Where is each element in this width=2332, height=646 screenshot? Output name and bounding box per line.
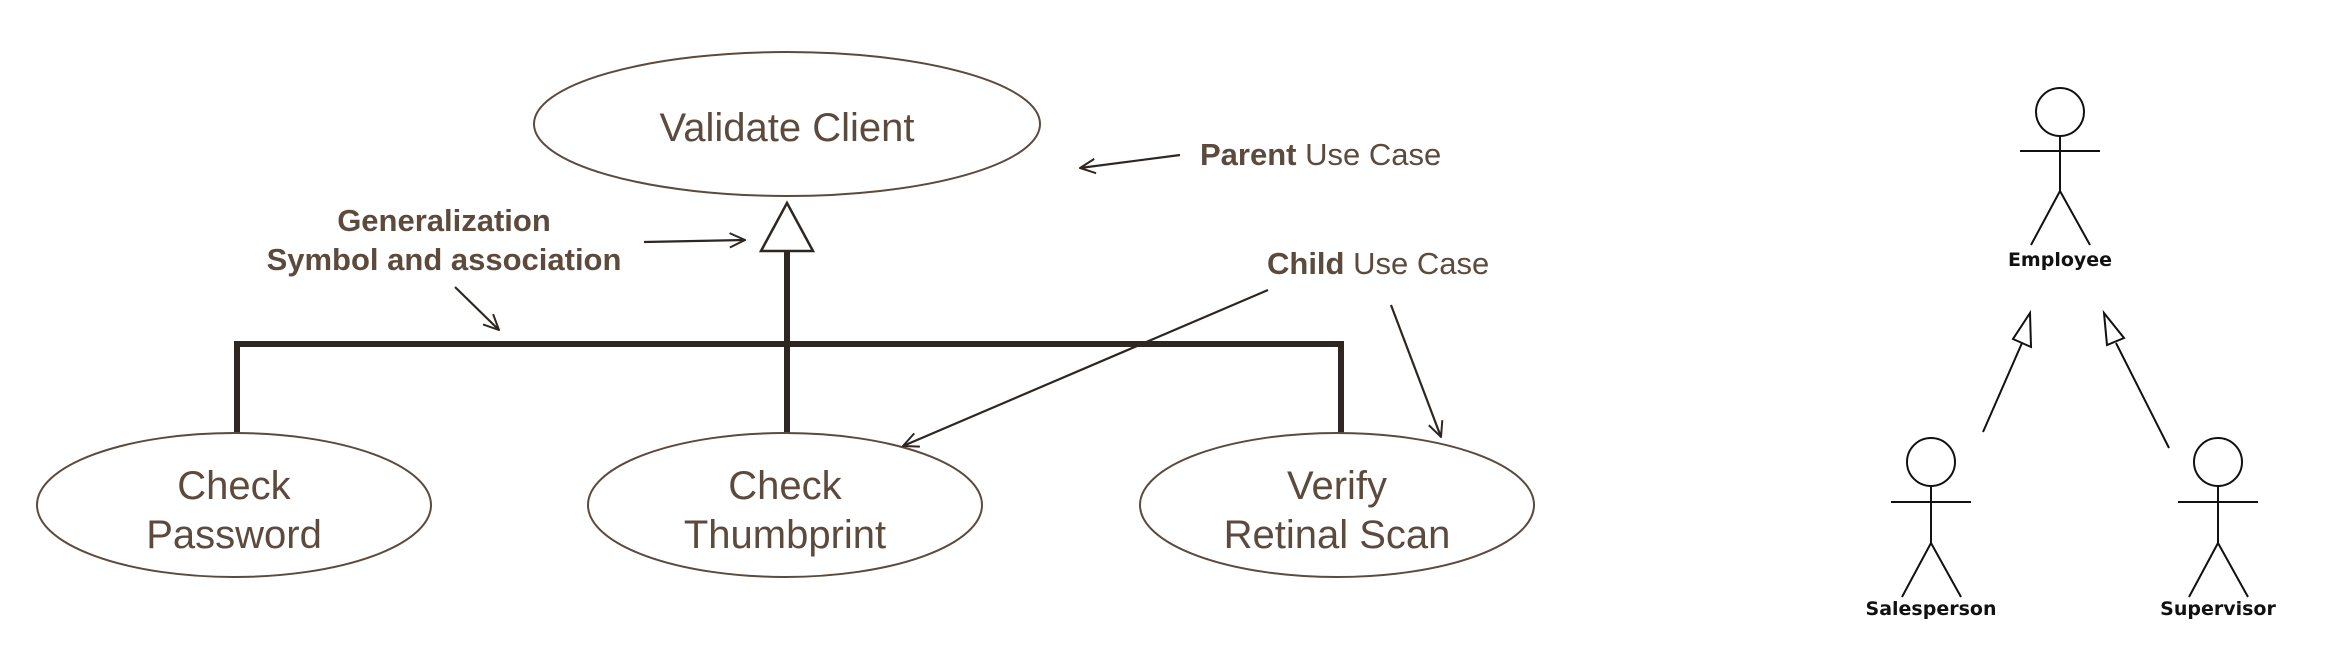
actor-left-leg-icon (2188, 542, 2219, 598)
generalization-annotation-line1: Generalization (337, 203, 551, 238)
child-use-case-ellipse (36, 432, 432, 578)
salesperson-generalization-line (1982, 342, 2023, 433)
child-annotation-arrow-to-thumbprint-icon (903, 288, 1269, 446)
generalization-association-arrow-icon (454, 286, 499, 330)
child-annotation-bold: Child (1267, 246, 1345, 281)
actor-right-leg-icon (1930, 542, 1962, 598)
parent-use-case-label: Validate Client (660, 106, 915, 150)
actor-generalization: Employee Salesperson Supervisor (1866, 87, 2276, 620)
generalization-triangle-icon (758, 200, 816, 253)
parent-use-case-annotation: Parent Use Case (1200, 137, 1441, 172)
child-use-case-ellipse (587, 432, 983, 578)
child-annotation-rest: Use Case (1345, 246, 1490, 281)
generalization-symbol-arrow-icon (643, 240, 745, 242)
child-use-case-ellipse (1139, 432, 1535, 578)
actor-right-leg-icon (2059, 190, 2091, 246)
generalization-association-lines (234, 250, 1344, 440)
child-use-case-check-password[interactable]: Check Password (36, 432, 432, 578)
child-actor-supervisor[interactable] (2178, 437, 2258, 598)
supervisor-generalization-arrowhead-icon (2102, 309, 2126, 347)
child-actor-label-salesperson: Salesperson (1866, 598, 1997, 620)
generalization-annotation-line2: Symbol and association (267, 242, 622, 277)
child-use-case-label-line1: Verify (1287, 464, 1387, 508)
actor-head-icon (2193, 437, 2243, 487)
child-use-case-label-line1: Check (177, 464, 291, 508)
parent-use-case[interactable]: Validate Client (533, 51, 1041, 197)
actor-head-icon (1906, 437, 1956, 487)
parent-use-case-ellipse (533, 51, 1041, 197)
parent-annotation-bold: Parent (1200, 137, 1296, 172)
actor-generalization-arrows (1982, 309, 2170, 449)
annotation-arrows (454, 153, 1441, 446)
use-case-generalization: Validate Client Check Password Check Thu… (36, 51, 1535, 578)
actor-right-leg-icon (2217, 542, 2249, 598)
parent-annotation-rest: Use Case (1296, 137, 1441, 172)
actor-left-leg-icon (1901, 542, 1932, 598)
child-annotation-arrow-to-retinal-scan-icon (1389, 304, 1441, 437)
child-use-case-check-thumbprint[interactable]: Check Thumbprint (587, 432, 983, 578)
parent-actor-label: Employee (2008, 249, 2112, 271)
child-actor-salesperson[interactable] (1891, 437, 1971, 598)
parent-actor-employee[interactable] (2020, 87, 2100, 246)
parent-annotation-arrow-icon (1080, 153, 1181, 168)
child-use-case-label-line1: Check (728, 464, 842, 508)
child-use-case-label-line2: Thumbprint (684, 513, 886, 557)
child-use-case-label-line2: Retinal Scan (1224, 513, 1451, 557)
actor-left-leg-icon (2030, 190, 2061, 246)
child-use-case-annotation: Child Use Case (1267, 246, 1489, 281)
actor-head-icon (2035, 87, 2085, 137)
child-use-case-label-line2: Password (146, 513, 322, 557)
salesperson-generalization-arrowhead-icon (2011, 309, 2033, 349)
child-use-case-verify-retinal-scan[interactable]: Verify Retinal Scan (1139, 432, 1535, 578)
child-actor-label-supervisor: Supervisor (2160, 598, 2276, 620)
supervisor-generalization-line (2115, 342, 2170, 449)
